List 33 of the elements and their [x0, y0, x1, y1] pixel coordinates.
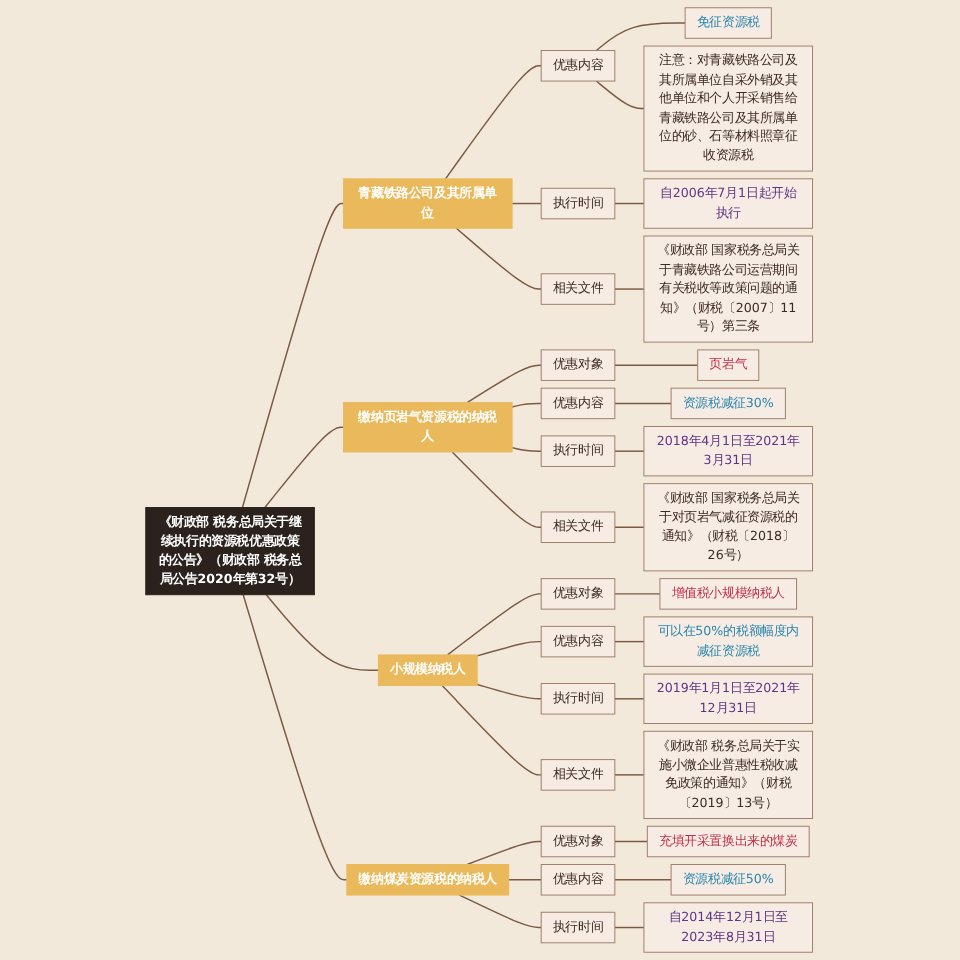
connector [614, 593, 662, 595]
connector [265, 426, 346, 509]
connector [456, 227, 543, 290]
connector [243, 594, 349, 881]
connector [614, 698, 646, 700]
connector [614, 202, 646, 205]
connector [477, 683, 543, 700]
connector [242, 202, 346, 509]
connector [452, 451, 543, 528]
connector [614, 640, 646, 643]
connector [614, 840, 649, 843]
connector [477, 640, 543, 657]
connector [614, 450, 646, 452]
connector [445, 65, 543, 180]
connector [614, 774, 646, 776]
connector [614, 879, 673, 881]
connector [447, 593, 543, 656]
connector [467, 840, 543, 866]
connector [467, 364, 543, 404]
connector [266, 594, 380, 671]
connector [614, 526, 646, 528]
connector [508, 879, 543, 881]
connector [614, 364, 700, 366]
connector [442, 684, 543, 776]
connector [459, 894, 543, 929]
connector [596, 22, 687, 52]
connector [512, 202, 543, 205]
connector [614, 402, 673, 405]
connector [512, 402, 543, 408]
connector [614, 288, 646, 290]
connector [614, 926, 646, 929]
connector [596, 80, 646, 110]
connector [512, 446, 543, 452]
